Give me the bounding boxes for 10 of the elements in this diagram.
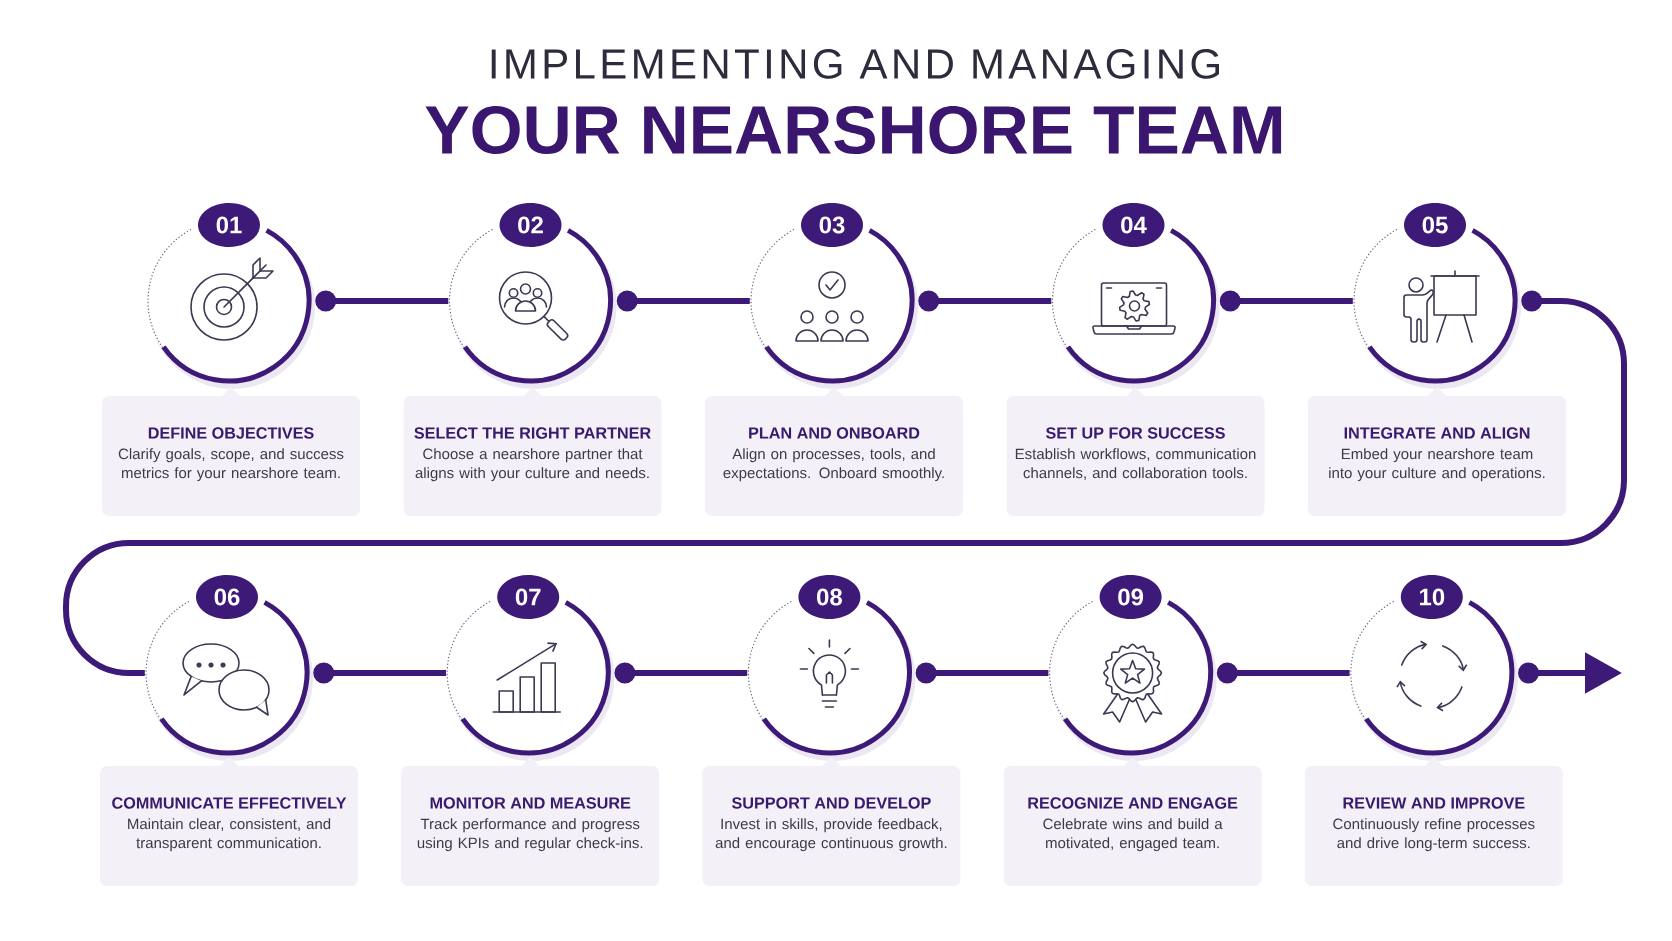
connector-line	[1216, 662, 1350, 684]
heading-line: IMPLEMENTING AND MANAGING	[491, 49, 1219, 79]
title: YOUR NEARSHORE TEAM	[425, 105, 1282, 155]
connector-line	[918, 290, 1052, 312]
connector-line	[614, 662, 748, 684]
connector-line	[1219, 290, 1353, 312]
connector-line	[915, 662, 1049, 684]
connector-line	[315, 290, 449, 312]
connector-line	[616, 290, 750, 312]
connector-line	[63, 290, 1627, 676]
